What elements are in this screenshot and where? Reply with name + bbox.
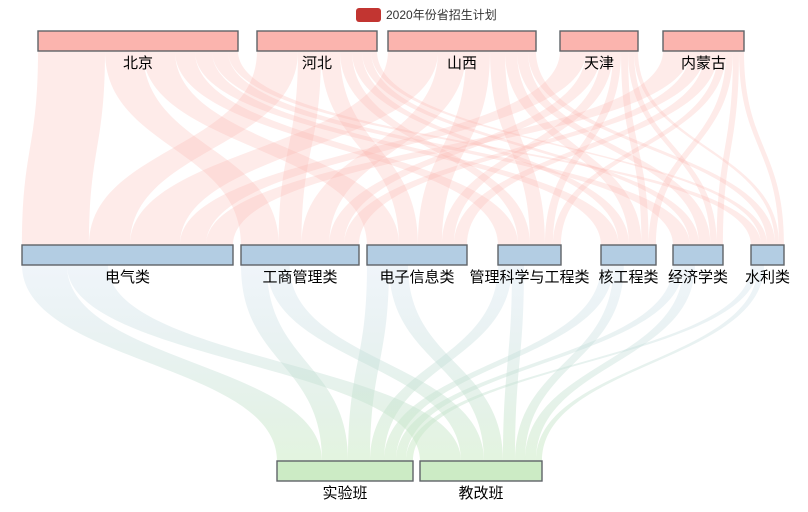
sankey-node-label-jiaogaiban: 教改班 — [458, 485, 503, 502]
sankey-node-label-gongshangguanlilei: 工商管理类 — [262, 269, 337, 286]
sankey-node-neimenggu[interactable] — [662, 30, 745, 52]
sankey-link-beijing-shuililei[interactable] — [228, 51, 761, 245]
sankey-link-shanxi-dianqilei[interactable] — [130, 51, 438, 245]
sankey-link-beijing-jingjixuelei[interactable] — [212, 51, 690, 245]
sankey-node-jiaogaiban[interactable] — [419, 460, 543, 482]
sankey-link-gongshangguanlilei-shiyanban[interactable] — [241, 265, 348, 461]
sankey-node-hegongchenglei[interactable] — [600, 244, 657, 266]
sankey-link-hebei-jingjixuelei[interactable] — [362, 51, 699, 245]
sankey-link-tianjin-gongshangguanlilei[interactable] — [329, 51, 601, 245]
sankey-node-dianqilei[interactable] — [21, 244, 234, 266]
sankey-node-label-dianqilei: 电气类 — [105, 269, 150, 286]
sankey-link-hebei-shuililei[interactable] — [371, 51, 767, 245]
sankey-link-dianqilei-jiaogaiban[interactable] — [67, 265, 461, 461]
sankey-node-label-guanlikexuelei: 管理科学与工程类 — [469, 269, 589, 286]
sankey-link-neimenggu-gongshangguanlilei[interactable] — [344, 51, 705, 245]
sankey-link-dianqilei-shiyanban[interactable] — [22, 265, 322, 461]
sankey-link-shanxi-shuililei[interactable] — [528, 51, 775, 245]
sankey-link-beijing-dianqilei[interactable] — [22, 51, 105, 245]
sankey-link-neimenggu-dianqilei[interactable] — [206, 51, 690, 245]
sankey-node-label-neimenggu: 内蒙古 — [681, 55, 726, 72]
sankey-node-label-shuililei: 水利类 — [745, 269, 790, 286]
legend-label: 2020年份省招生计划 — [386, 8, 497, 22]
sankey-link-guanlikexuelei-shiyanban[interactable] — [370, 265, 512, 461]
sankey-node-label-tianjin: 天津 — [584, 55, 614, 72]
sankey-node-shiyanban[interactable] — [276, 460, 414, 482]
sankey-link-jingjixuelei-shiyanban[interactable] — [396, 265, 684, 461]
sankey-link-shanxi-guanlikexuelei[interactable] — [490, 51, 545, 245]
sankey-link-shanxi-hegongchenglei[interactable] — [505, 51, 642, 245]
sankey-link-tianjin-guanlikexuelei[interactable] — [545, 51, 621, 245]
sankey-node-label-beijing: 北京 — [123, 55, 153, 72]
sankey-link-shanxi-jingjixuelei[interactable] — [517, 51, 711, 245]
sankey-link-beijing-guanlikexuelei[interactable] — [175, 51, 518, 245]
legend-marker-icon — [356, 8, 381, 22]
sankey-link-beijing-gongshangguanlilei[interactable] — [105, 51, 279, 245]
sankey-node-dianzixinxilei[interactable] — [366, 244, 468, 266]
legend-item[interactable]: 2020年份省招生计划 — [356, 8, 497, 22]
sankey-link-neimenggu-hegongchenglei[interactable] — [648, 51, 733, 245]
sankey-link-hebei-gongshangguanlilei[interactable] — [278, 51, 321, 245]
sankey-node-label-hebei: 河北 — [302, 55, 332, 72]
sankey-link-hebei-dianqilei[interactable] — [89, 51, 298, 245]
sankey-link-beijing-hegongchenglei[interactable] — [195, 51, 619, 245]
sankey-node-gongshangguanlilei[interactable] — [240, 244, 360, 266]
sankey-link-hebei-hegongchenglei[interactable] — [352, 51, 629, 245]
sankey-link-beijing-dianzixinxilei[interactable] — [143, 51, 399, 245]
sankey-node-tianjin[interactable] — [559, 30, 639, 52]
sankey-node-hebei[interactable] — [256, 30, 378, 52]
sankey-link-shanxi-gongshangguanlilei[interactable] — [301, 51, 467, 245]
sankey-link-tianjin-shuililei[interactable] — [634, 51, 779, 245]
sankey-link-tianjin-hegongchenglei[interactable] — [621, 51, 649, 245]
sankey-link-neimenggu-shuililei[interactable] — [739, 51, 784, 245]
sankey-link-guanlikexuelei-jiaogaiban[interactable] — [503, 265, 524, 461]
sankey-link-hegongchenglei-jiaogaiban[interactable] — [515, 265, 624, 461]
sankey-link-hebei-dianzixinxilei[interactable] — [321, 51, 418, 245]
sankey-link-tianjin-dianzixinxilei[interactable] — [442, 51, 613, 245]
sankey-node-label-shiyanban: 实验班 — [322, 485, 367, 502]
sankey-node-jingjixuelei[interactable] — [672, 244, 724, 266]
sankey-link-hebei-guanlikexuelei[interactable] — [340, 51, 530, 245]
sankey-link-tianjin-jingjixuelei[interactable] — [628, 51, 717, 245]
sankey-node-label-dianzixinxilei: 电子信息类 — [379, 269, 454, 286]
sankey-node-beijing[interactable] — [37, 30, 239, 52]
sankey-link-shuililei-jiaogaiban[interactable] — [536, 265, 764, 461]
sankey-node-label-hegongchenglei: 核工程类 — [598, 269, 658, 286]
sankey-node-label-shanxi: 山西 — [447, 55, 477, 72]
sankey-link-jingjixuelei-jiaogaiban[interactable] — [525, 265, 695, 461]
sankey-node-guanlikexuelei[interactable] — [497, 244, 562, 266]
sankey-node-label-jingjixuelei: 经济学类 — [668, 269, 728, 286]
sankey-link-tianjin-dianqilei[interactable] — [180, 51, 586, 245]
sankey-node-shuililei[interactable] — [750, 244, 785, 266]
sankey-link-hegongchenglei-shiyanban[interactable] — [384, 265, 614, 461]
sankey-link-neimenggu-guanlikexuelei[interactable] — [553, 51, 726, 245]
sankey-link-shanxi-dianzixinxilei[interactable] — [418, 51, 490, 245]
sankey-link-neimenggu-jingjixuelei[interactable] — [716, 51, 739, 245]
sankey-link-dianzixinxilei-shiyanban[interactable] — [348, 265, 389, 461]
sankey-link-neimenggu-dianzixinxilei[interactable] — [454, 51, 718, 245]
sankey-link-shuililei-shiyanban[interactable] — [406, 265, 758, 461]
sankey-node-shanxi[interactable] — [387, 30, 537, 52]
